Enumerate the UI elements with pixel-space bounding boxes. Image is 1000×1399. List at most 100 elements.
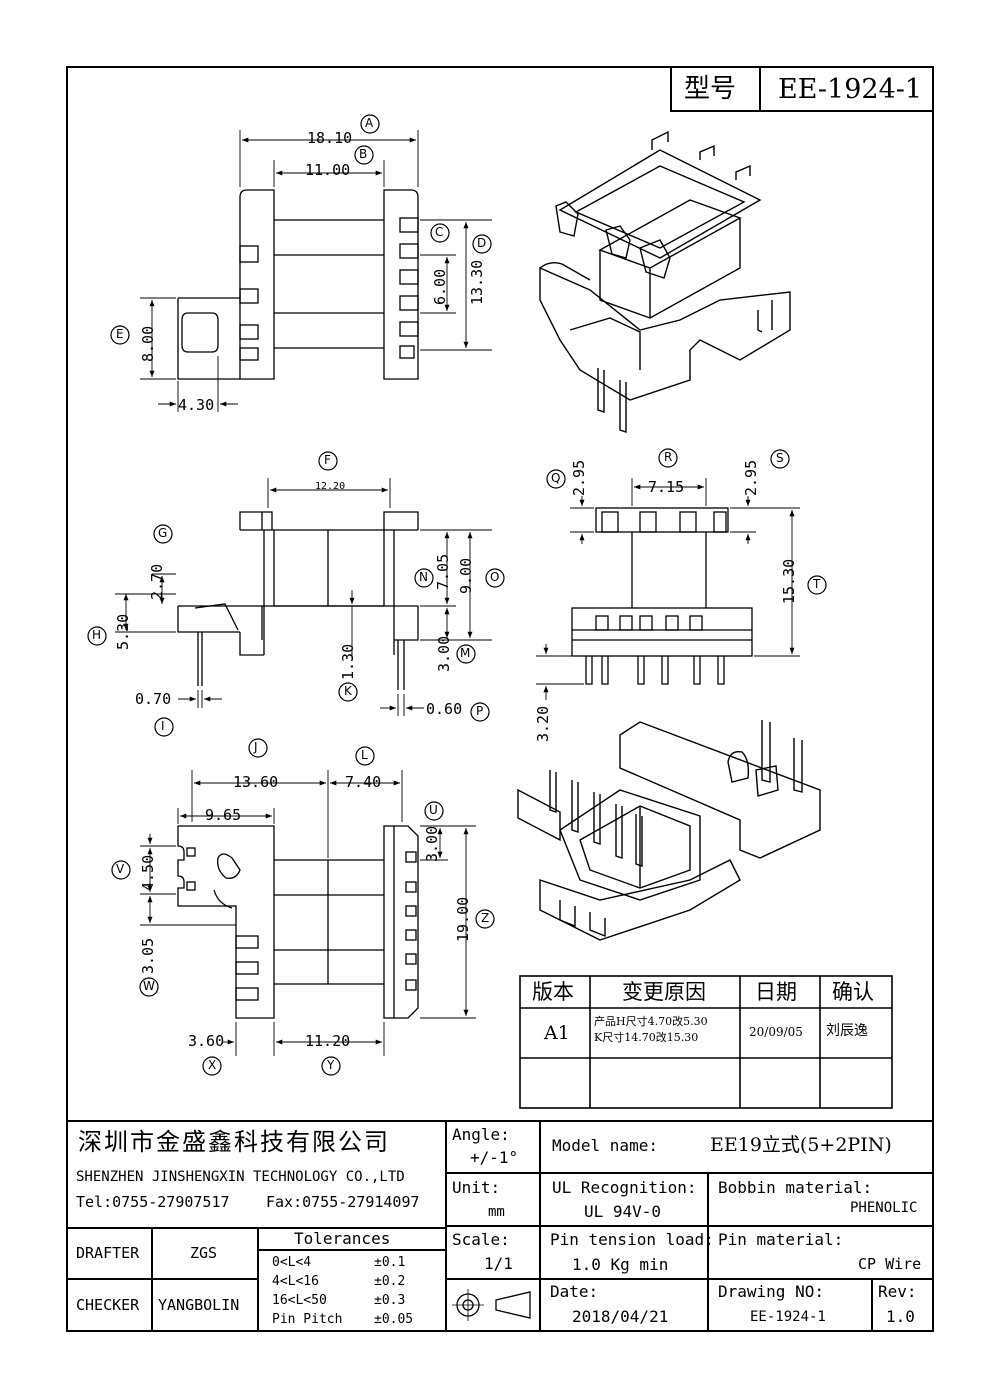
rev-value: 1.0 xyxy=(886,1307,915,1326)
label-s: S xyxy=(776,451,784,465)
pin-material-label: Pin material: xyxy=(718,1230,844,1249)
dim-e2: 4.30 xyxy=(178,396,215,414)
dim-w: 3.05 xyxy=(139,937,157,974)
label-circles xyxy=(87,114,827,1076)
label-f: F xyxy=(324,453,331,467)
label-v: V xyxy=(116,862,125,876)
iso-view-top xyxy=(539,130,791,433)
ul-value: UL 94V-0 xyxy=(584,1202,662,1221)
rev-row-version: A1 xyxy=(544,1022,570,1044)
dim-e: 8.00 xyxy=(139,325,157,362)
label-o: O xyxy=(490,570,500,584)
dim-r: 7.15 xyxy=(648,478,685,496)
pin-tension-value: 1.0 Kg min xyxy=(572,1255,669,1274)
tol-range-2: 4<L<16 xyxy=(272,1274,319,1289)
label-j: J xyxy=(254,740,258,754)
scale-label: Scale: xyxy=(452,1230,510,1249)
rev-row-reason-2: K尺寸14.70改15.30 xyxy=(594,1031,699,1044)
front-view xyxy=(115,478,492,716)
dim-n: 7.05 xyxy=(434,553,452,590)
dim-l: 7.40 xyxy=(345,773,382,791)
bobbin-label: Bobbin material: xyxy=(718,1178,873,1197)
dim-bottom-pin: 3.20 xyxy=(534,705,552,742)
label-h: H xyxy=(92,628,102,642)
rev-label: Rev: xyxy=(878,1282,917,1301)
checker-value: YANGBOLIN xyxy=(158,1296,240,1314)
label-l: L xyxy=(361,748,368,762)
dim-b: 11.00 xyxy=(305,161,351,179)
label-n: N xyxy=(419,570,428,584)
title-block-grid xyxy=(66,1120,934,1332)
tol-range-4: Pin Pitch xyxy=(272,1312,343,1327)
label-z: Z xyxy=(481,911,490,925)
tol-value-2: ±0.2 xyxy=(374,1274,406,1289)
label-w: W xyxy=(143,979,155,993)
label-e: E xyxy=(116,327,124,341)
unit-label: Unit: xyxy=(452,1178,501,1197)
model-box xyxy=(670,66,934,112)
dim-d: 13.30 xyxy=(468,259,486,305)
tol-value-1: ±0.1 xyxy=(374,1255,406,1270)
label-x: X xyxy=(208,1058,217,1072)
label-i: I xyxy=(161,719,165,733)
dim-v: 4.50 xyxy=(139,854,157,891)
label-b: B xyxy=(359,147,368,161)
dim-y: 11.20 xyxy=(305,1032,351,1050)
label-r: R xyxy=(664,450,673,464)
angle-value: +/-1° xyxy=(470,1148,519,1167)
drawing-no-label: Drawing NO: xyxy=(718,1282,824,1301)
tolerances-title: Tolerances xyxy=(294,1229,391,1248)
rev-header-confirm: 确认 xyxy=(832,980,874,1004)
dim-a: 18.10 xyxy=(307,129,353,147)
top-view xyxy=(140,130,492,412)
label-t: T xyxy=(813,577,821,591)
label-p: P xyxy=(476,704,484,718)
side-view xyxy=(536,478,800,700)
dim-i: 0.70 xyxy=(135,690,172,708)
tol-range-3: 16<L<50 xyxy=(272,1293,327,1308)
label-q: Q xyxy=(551,471,561,485)
label-c: C xyxy=(435,225,444,239)
ul-label: UL Recognition: xyxy=(552,1178,697,1197)
angle-label: Angle: xyxy=(452,1125,510,1144)
dim-s: 2.95 xyxy=(742,459,760,496)
company-fax: Fax:0755-27914097 xyxy=(266,1193,420,1211)
dim-k: 1.30 xyxy=(339,643,357,680)
company-tel: Tel:0755-27907517 xyxy=(76,1193,230,1211)
pin-material-value: CP Wire xyxy=(858,1255,922,1273)
revision-table-grid xyxy=(519,975,893,1109)
label-g: G xyxy=(158,526,168,540)
dim-u: 3.00 xyxy=(423,825,441,862)
dim-m: 3.00 xyxy=(435,635,453,672)
label-d: D xyxy=(477,236,487,250)
drafter-value: ZGS xyxy=(190,1244,218,1262)
scale-value: 1/1 xyxy=(484,1254,513,1273)
dim-q: 2.95 xyxy=(570,459,588,496)
dim-f: 12.20 xyxy=(315,481,346,492)
bottom-view xyxy=(140,770,476,1056)
tol-value-3: ±0.3 xyxy=(374,1293,406,1308)
dim-o: 9.00 xyxy=(457,557,475,594)
label-m: M xyxy=(460,646,471,660)
unit-value: mm xyxy=(488,1204,505,1220)
rev-header-version: 版本 xyxy=(532,980,574,1004)
dim-t: 15.30 xyxy=(780,558,798,604)
tol-range-1: 0<L<4 xyxy=(272,1255,312,1270)
model-value: EE-1924-1 xyxy=(778,74,923,105)
iso-view-bottom xyxy=(517,720,821,941)
rev-header-reason: 变更原因 xyxy=(622,980,706,1004)
dim-j2: 9.65 xyxy=(205,806,242,824)
drawing-frame xyxy=(66,66,934,1332)
rev-row-confirm: 刘辰逸 xyxy=(826,1023,868,1039)
pin-tension-label: Pin tension load: xyxy=(550,1230,714,1249)
bobbin-value: PHENOLIC xyxy=(850,1200,918,1216)
drawing-no-value: EE-1924-1 xyxy=(750,1309,826,1325)
dim-z: 19.00 xyxy=(454,896,472,942)
label-y: Y xyxy=(327,1058,335,1072)
model-name-label: Model name: xyxy=(552,1136,658,1155)
dim-h: 5.30 xyxy=(114,613,132,650)
dim-g: 2.70 xyxy=(148,563,166,600)
tol-value-4: ±0.05 xyxy=(374,1312,414,1327)
label-u: U xyxy=(429,803,438,817)
